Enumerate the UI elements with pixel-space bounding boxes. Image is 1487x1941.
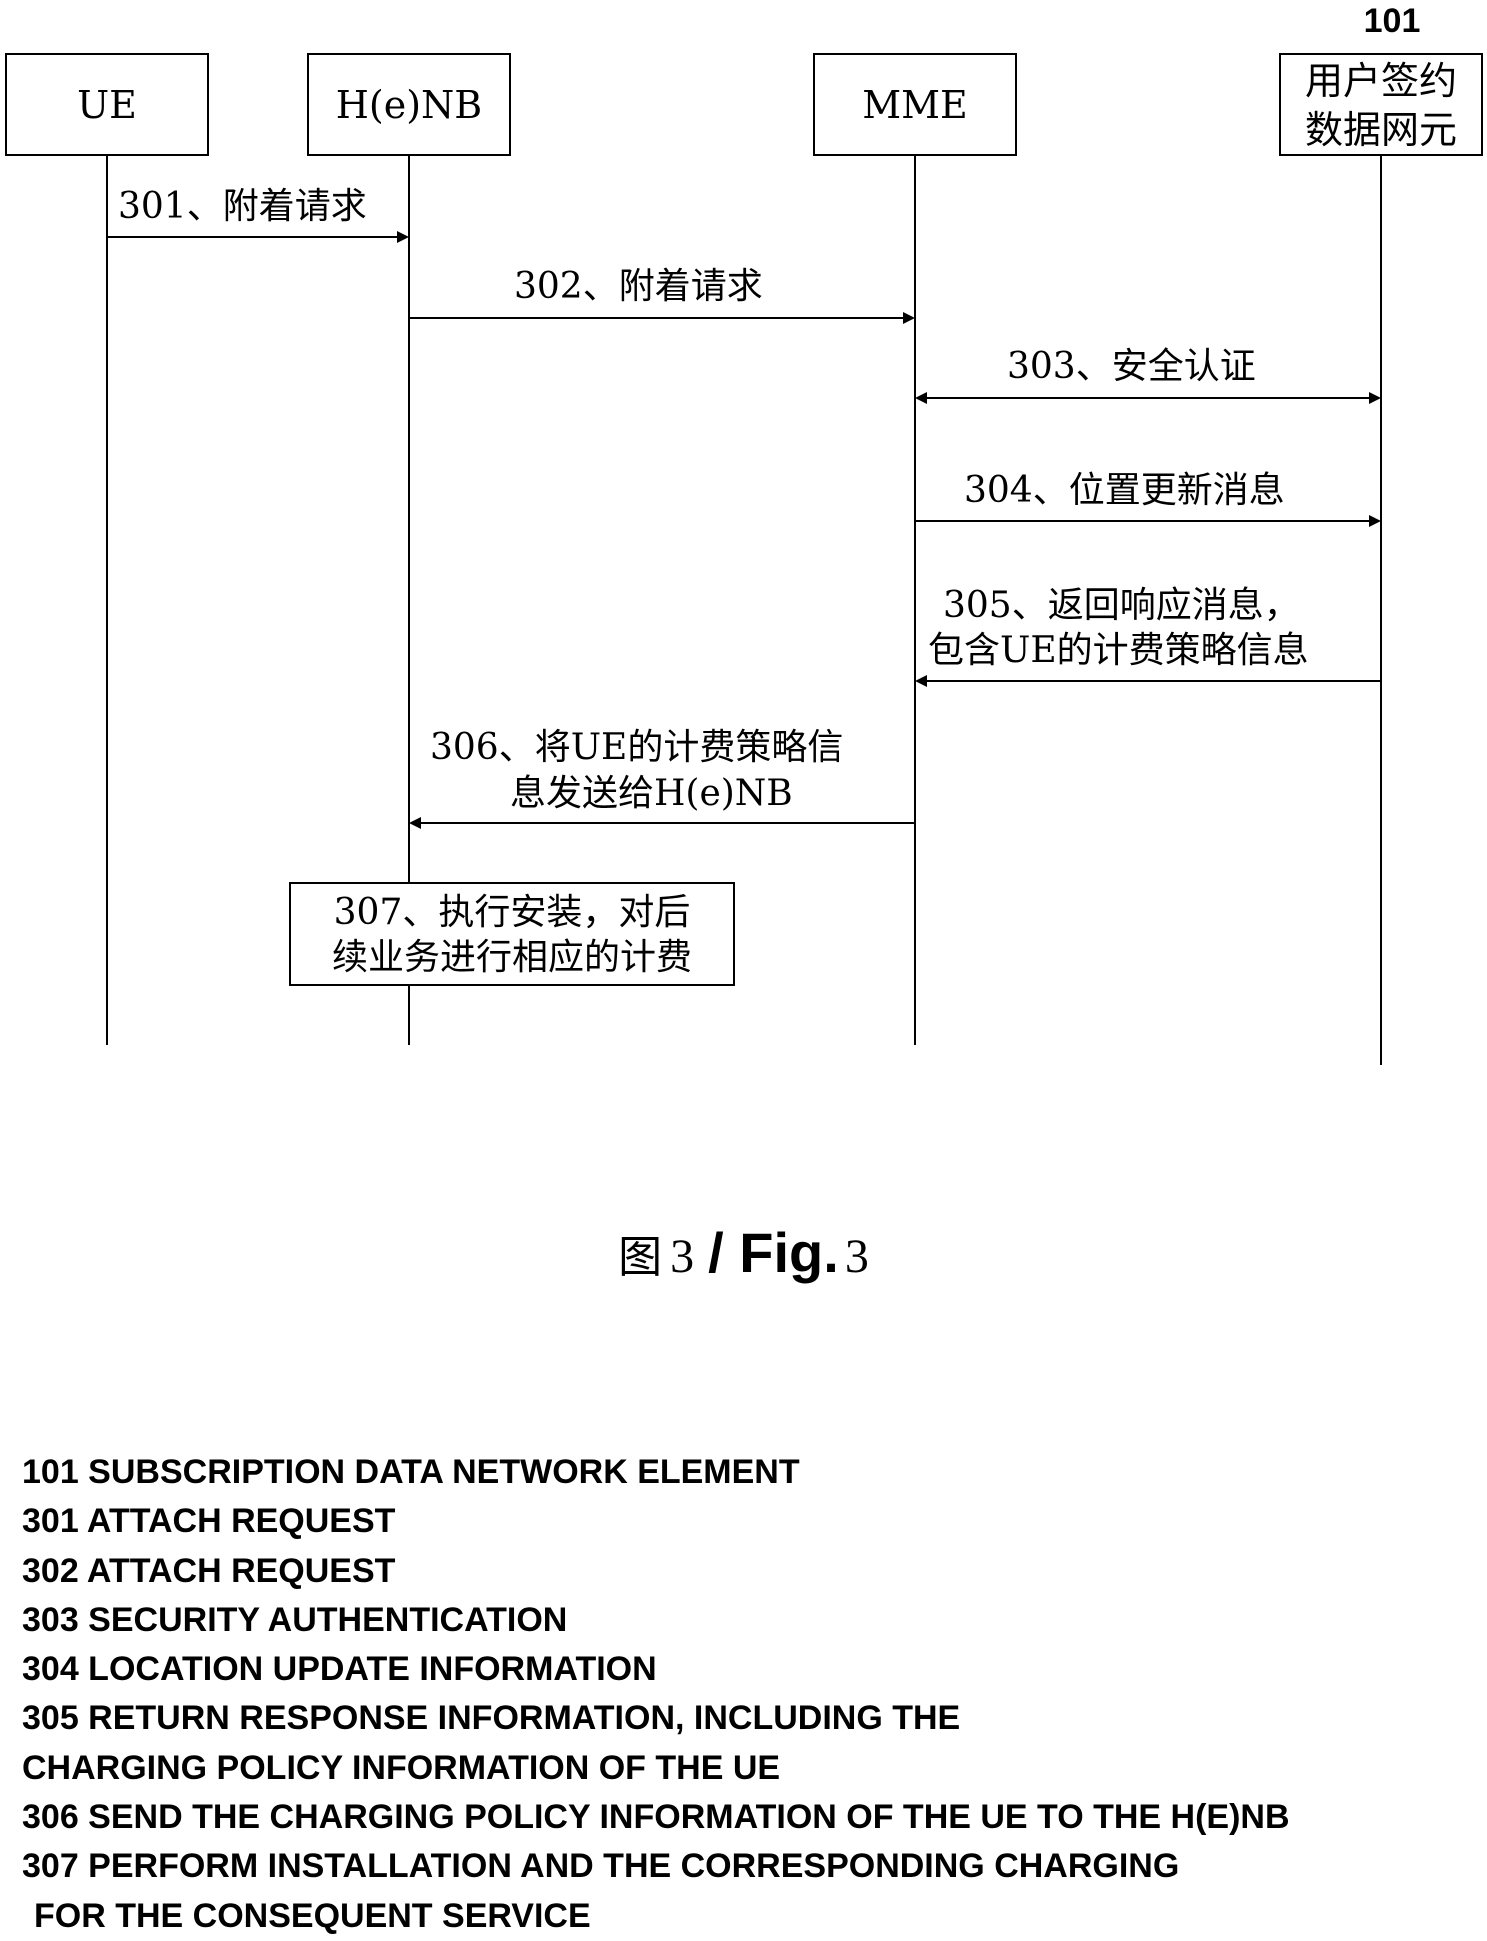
message-306-label-1: 306、将UE的计费策略信 bbox=[430, 727, 843, 768]
entity-subscription-label-1: 用户签约 bbox=[1305, 59, 1457, 103]
legend-item: 307 PERFORM INSTALLATION AND THE CORRESP… bbox=[22, 1847, 1180, 1886]
message-303-label: 303、安全认证 bbox=[1007, 346, 1256, 387]
legend-item: 303 SECURITY AUTHENTICATION bbox=[22, 1600, 568, 1639]
entity-mme-label: MME bbox=[862, 83, 968, 127]
entity-mme: MME bbox=[813, 53, 1017, 156]
caption-number-en: 3 bbox=[844, 1230, 869, 1283]
message-302-label: 302、附着请求 bbox=[514, 266, 763, 307]
legend-item: 101 SUBSCRIPTION DATA NETWORK ELEMENT bbox=[22, 1453, 800, 1491]
legend-item: CHARGING POLICY INFORMATION OF THE UE bbox=[22, 1748, 781, 1787]
reference-number-101: 101 bbox=[1364, 2, 1421, 40]
entity-subscription-data: 用户签约 数据网元 101 bbox=[1279, 2, 1483, 156]
message-305-label-2: 包含UE的计费策略信息 bbox=[928, 630, 1309, 671]
sequence-diagram: UE H(e)NB MME 用户签约 数据网元 101 301、附着请求 302… bbox=[5, 2, 1483, 1065]
legend-item: FOR THE CONSEQUENT SERVICE bbox=[34, 1896, 591, 1935]
entity-ue: UE bbox=[5, 53, 209, 156]
caption-number-cn: 3 bbox=[670, 1230, 695, 1283]
message-304-label: 304、位置更新消息 bbox=[964, 470, 1285, 511]
message-301-label: 301、附着请求 bbox=[118, 186, 367, 227]
legend-item: 306 SEND THE CHARGING POLICY INFORMATION… bbox=[22, 1798, 1290, 1837]
legend-item: 304 LOCATION UPDATE INFORMATION bbox=[22, 1650, 657, 1689]
action-307-label-2: 续业务进行相应的计费 bbox=[332, 937, 692, 978]
message-305-label-1: 305、返回响应消息， bbox=[943, 585, 1300, 626]
caption-english: / Fig. bbox=[708, 1221, 839, 1284]
action-box-307: 307、执行安装，对后 续业务进行相应的计费 bbox=[289, 882, 735, 986]
legend-item: 301 ATTACH REQUEST bbox=[22, 1502, 396, 1541]
caption-chinese: 图 bbox=[618, 1232, 663, 1283]
entity-ue-label: UE bbox=[77, 83, 137, 127]
legend: 101 SUBSCRIPTION DATA NETWORK ELEMENT 30… bbox=[22, 1448, 1290, 1941]
entity-henb-label: H(e)NB bbox=[336, 83, 482, 127]
entity-henb: H(e)NB bbox=[307, 53, 511, 156]
entity-subscription-label-2: 数据网元 bbox=[1305, 108, 1457, 152]
message-306-label-2: 息发送给H(e)NB bbox=[510, 773, 793, 814]
legend-item: 305 RETURN RESPONSE INFORMATION, INCLUDI… bbox=[22, 1699, 961, 1738]
action-307-label-1: 307、执行安装，对后 bbox=[334, 892, 691, 933]
legend-item: 302 ATTACH REQUEST bbox=[22, 1551, 396, 1590]
